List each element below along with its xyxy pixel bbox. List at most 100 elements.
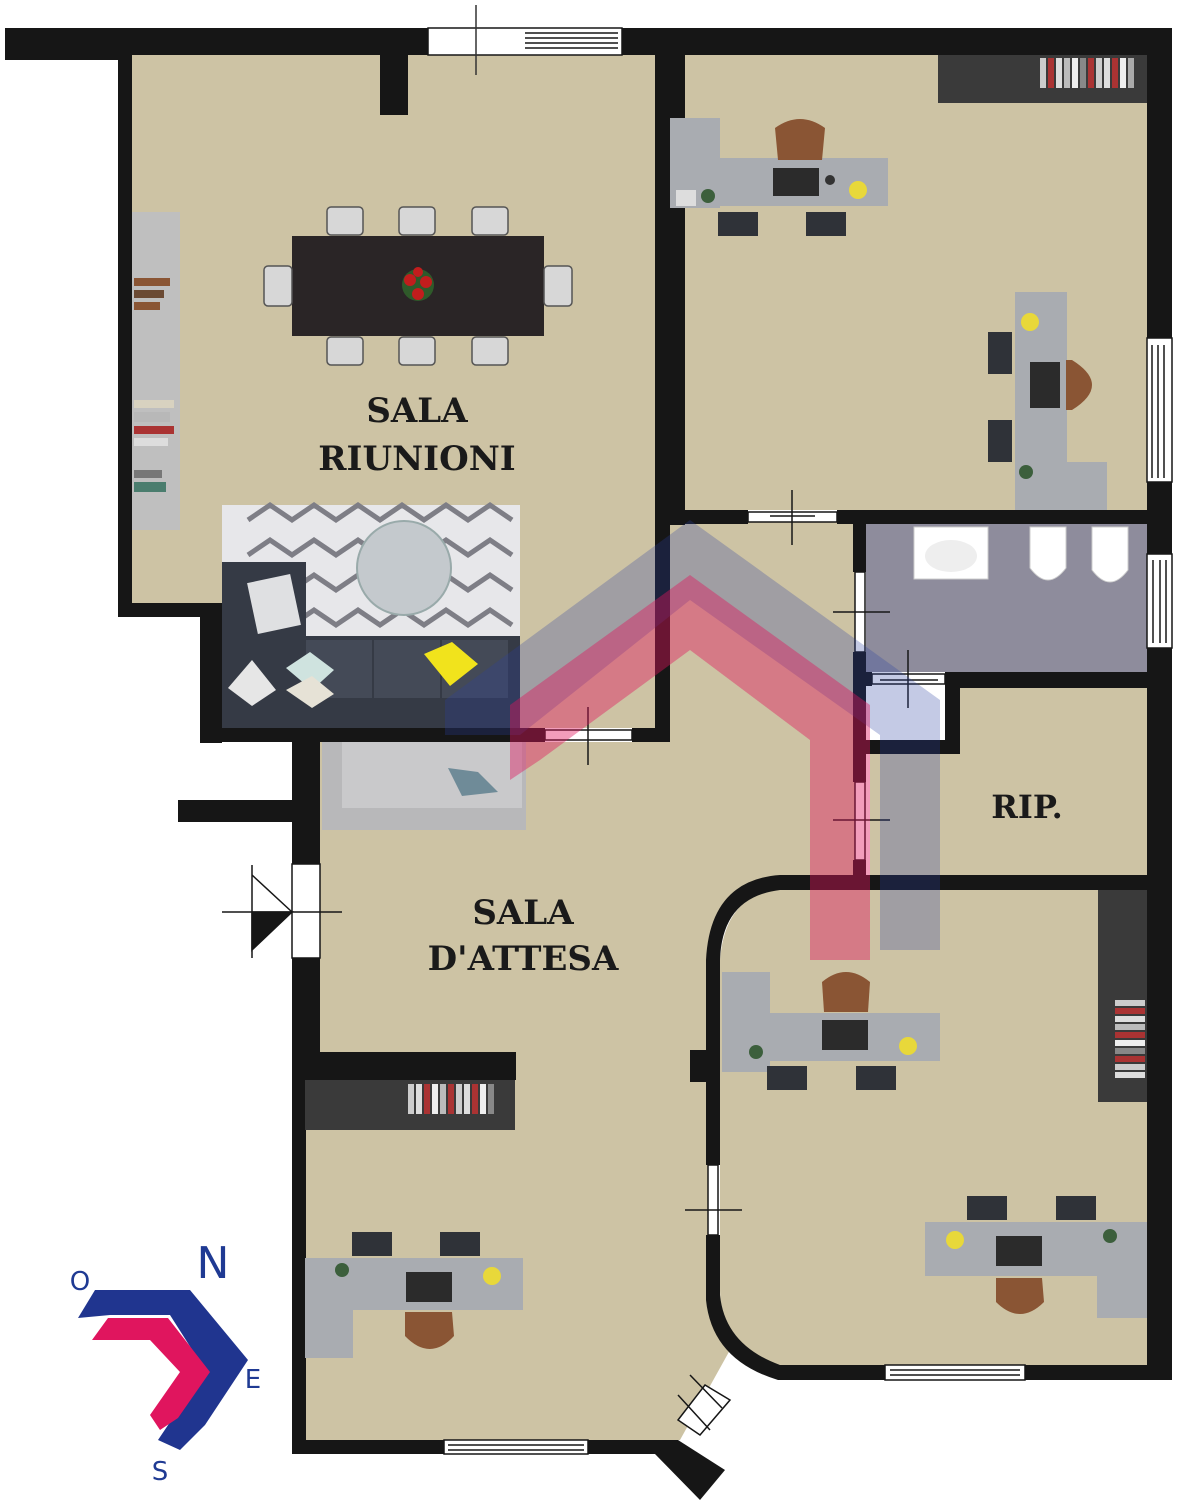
walls	[5, 28, 1172, 1500]
room-label-storage: RIP.	[991, 788, 1062, 826]
desk-office-ne-right	[988, 292, 1107, 510]
bookshelf-office-sw	[305, 1080, 515, 1130]
meeting-chair	[263, 265, 293, 307]
wall-office-se-left-lower	[706, 1235, 720, 1295]
meeting-chair	[471, 206, 509, 236]
sofa	[222, 562, 520, 728]
wall-office-sw-top	[292, 1052, 516, 1080]
storage-floor	[870, 688, 1147, 876]
wall-meeting-bottom	[200, 728, 545, 742]
office-chair-leather	[405, 1312, 454, 1349]
meeting-chair	[326, 336, 364, 366]
desk-office-sw	[305, 1232, 523, 1358]
room-label-meeting: SALA	[366, 391, 468, 431]
door-corner	[676, 1374, 732, 1436]
office-ne-furniture	[670, 55, 1147, 510]
desk-office-se-bottom	[925, 1196, 1147, 1318]
wall-corridor-right-a	[853, 752, 866, 782]
desk-lamp	[483, 1267, 501, 1285]
compass: N O E S	[70, 1238, 261, 1487]
wall-top-mid	[622, 28, 1172, 55]
wall-bottom-mid	[588, 1440, 678, 1454]
wall-bathroom-bottom-b	[945, 672, 1147, 688]
compass-west: O	[70, 1267, 90, 1297]
wall-office-ne-bottom-a	[670, 510, 748, 524]
wall-meeting-left	[118, 55, 132, 617]
visitor-chair	[988, 420, 1012, 462]
room-label-waiting: D'ATTESA	[428, 939, 619, 979]
watermark-logo	[445, 520, 940, 960]
visitor-chair	[718, 212, 758, 236]
armchair	[322, 742, 526, 830]
compass-east: E	[245, 1365, 261, 1395]
office-north-east-floor	[685, 55, 1147, 510]
office-chair-leather	[775, 119, 825, 160]
doors	[222, 490, 946, 1436]
wall-bottom-left	[292, 1440, 444, 1454]
wall-right-mid	[1147, 482, 1172, 554]
compass-north: N	[197, 1238, 230, 1289]
door-bathroom-inner	[871, 650, 946, 708]
windows	[427, 5, 1173, 1455]
desk-lamp	[849, 181, 867, 199]
desk-lamp	[1021, 313, 1039, 331]
wall-pillar-office-se	[690, 1050, 708, 1082]
office-south-east-floor	[720, 888, 1147, 1365]
visitor-chair	[967, 1196, 1007, 1220]
wall-meeting-bottom-left	[118, 603, 222, 617]
wall-office-se-bottom	[1025, 1365, 1172, 1380]
wall-right-lower	[1147, 648, 1172, 1380]
compass-pink-arrow	[92, 1318, 210, 1430]
lounge-area	[222, 501, 526, 830]
laptop	[996, 1236, 1042, 1266]
meeting-chair	[398, 336, 436, 366]
window-bottom-left	[443, 1439, 589, 1455]
watermark-pink-chevron	[510, 575, 870, 960]
desk-lamp	[946, 1231, 964, 1249]
coffee-table	[356, 520, 452, 616]
window-top	[427, 5, 623, 75]
wall-bathroom-bottom-a	[866, 672, 872, 686]
desk-office-ne-top	[670, 118, 888, 236]
door-bathroom	[833, 571, 890, 653]
wall-right-top	[1147, 28, 1172, 338]
window-right-office	[1146, 337, 1173, 483]
wall-office-sw-left	[292, 1080, 306, 1445]
wall-storage-left	[945, 672, 960, 752]
office-se-furniture	[722, 890, 1147, 1318]
meeting-chair	[398, 206, 436, 236]
desk-lamp	[899, 1037, 917, 1055]
meeting-chair	[471, 336, 509, 366]
meeting-chair	[543, 265, 573, 307]
wall-storage-notch	[866, 740, 960, 754]
wall-meeting-right-lower	[655, 522, 670, 742]
meeting-table	[263, 206, 573, 366]
wall-top-strip	[5, 28, 120, 60]
bidet	[1029, 526, 1067, 581]
visitor-chair	[1056, 1196, 1096, 1220]
wall-entrance-stub	[178, 800, 292, 822]
wall-office-se-bottom-curve	[706, 1295, 885, 1380]
bookshelf-office-se	[1098, 890, 1147, 1102]
visitor-chair	[440, 1232, 480, 1256]
door-storage	[833, 781, 890, 861]
compass-south: S	[152, 1457, 169, 1487]
window-bottom-right	[884, 1364, 1026, 1381]
visitor-chair	[352, 1232, 392, 1256]
office-chair-leather	[996, 1278, 1044, 1314]
door-entrance	[222, 863, 342, 959]
door-office-ne	[747, 490, 838, 545]
laptop	[773, 168, 819, 196]
wall-office-ne-bottom-b	[837, 510, 1172, 524]
room-label-waiting: SALA	[472, 893, 574, 933]
compass-blue-arrow	[78, 1290, 248, 1450]
door-meeting	[544, 707, 633, 765]
toilet	[1091, 526, 1129, 583]
laptop	[1030, 362, 1060, 408]
watermark-blue-chevron	[445, 520, 940, 950]
wall-bathroom-left-b	[853, 652, 866, 776]
meeting-chair	[326, 206, 364, 236]
wall-sofa-left	[200, 603, 222, 743]
room-label-meeting: RIUNIONI	[318, 439, 515, 479]
